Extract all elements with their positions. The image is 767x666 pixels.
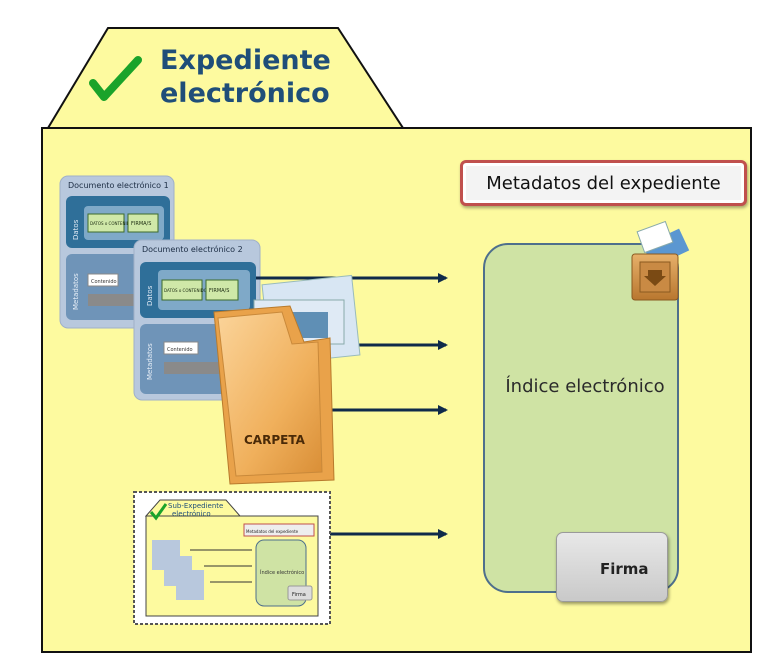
metadata-box: Metadatos del expediente bbox=[460, 160, 747, 206]
document-1-data-section: Datos bbox=[72, 219, 80, 240]
document-1-title: Documento electrónico 1 bbox=[68, 180, 169, 190]
document-2-metadata-section: Metadatos bbox=[146, 343, 154, 380]
sub-title-2: electrónico bbox=[172, 510, 211, 518]
signature-box bbox=[556, 532, 668, 602]
document-2-data-section: Datos bbox=[146, 285, 154, 306]
index-label: Índice electrónico bbox=[505, 376, 665, 397]
sub-firma-label: Firma bbox=[292, 592, 306, 598]
sub-title-1: Sub-Expediente bbox=[168, 502, 223, 510]
page-title: Expediente electrónico bbox=[160, 44, 331, 110]
metadata-label: Metadatos del expediente bbox=[486, 172, 721, 194]
document-1-metadata-section: Metadatos bbox=[72, 273, 80, 310]
check-icon bbox=[89, 56, 142, 101]
title-line-1: Expediente bbox=[160, 45, 331, 76]
document-1: Documento electrónico 1 Datos DATOS o CO… bbox=[59, 175, 175, 329]
document-1-contents-label: Contenido bbox=[91, 279, 117, 285]
archive-box-icon bbox=[631, 220, 690, 301]
sub-expediente: Sub-Expediente electrónico Metadatos del… bbox=[133, 491, 331, 625]
document-1-signature-label: FIRMA/S bbox=[131, 221, 151, 227]
carpeta-label: CARPETA bbox=[244, 433, 306, 447]
sub-check-icon bbox=[149, 503, 168, 521]
document-2-signature-label: FIRMA/S bbox=[209, 288, 229, 294]
document-2-title: Documento electrónico 2 bbox=[142, 244, 243, 254]
document-2-content-label: DATOS o CONTENIDO bbox=[164, 288, 207, 293]
document-1-content-label: DATOS o CONTENIDO bbox=[90, 221, 133, 226]
title-line-2: electrónico bbox=[160, 78, 330, 109]
sub-meta-label: Metadatos del expediente bbox=[246, 529, 299, 534]
carpeta-folder: CARPETA bbox=[213, 274, 361, 485]
signature-label: Firma bbox=[600, 560, 649, 578]
sub-index-label: Índice electrónico bbox=[260, 569, 304, 576]
document-2-contents-label: Contenido bbox=[167, 347, 193, 353]
